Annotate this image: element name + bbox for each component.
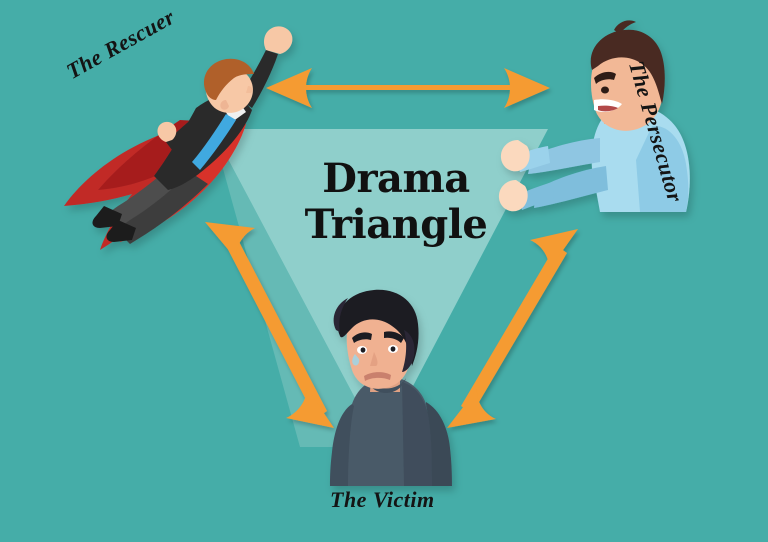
inner-triangle-shade: [212, 129, 381, 447]
persecutor-eye: [601, 86, 609, 94]
persecutor-body-shade: [636, 125, 689, 212]
victim-hair: [337, 289, 419, 366]
persecutor-forearm-lower: [520, 182, 554, 210]
arrowhead-downleft: [447, 389, 496, 428]
persecutor-hair-tuft: [614, 20, 636, 34]
persecutor-hair: [590, 29, 665, 104]
rescuer-tie: [192, 114, 236, 170]
arrow-persecutor-victim: [447, 229, 578, 428]
rescuer-shoe-2: [106, 220, 136, 242]
persecutor-fist-lower: [498, 180, 528, 212]
victim-shoulder-right: [426, 402, 452, 486]
label-victim: The Victim: [330, 487, 435, 512]
arrowhead-left: [266, 68, 312, 108]
rescuer-arm-bent: [166, 112, 204, 150]
victim-shoulder-left: [330, 404, 354, 486]
rescuer-ear: [220, 100, 229, 110]
arrowhead-downright: [286, 388, 334, 428]
rescuer-hand-bent: [157, 121, 177, 142]
inner-triangle: [212, 129, 548, 447]
persecutor-mouth-inner: [598, 105, 618, 112]
victim-tear: [352, 354, 360, 366]
rescuer-shoe-1: [92, 206, 122, 228]
arrowhead-right: [504, 68, 550, 108]
title-line-1: Drama: [322, 155, 470, 202]
victim-collar: [366, 378, 406, 393]
persecutor-fist-upper: [500, 140, 530, 172]
victim-hair-side: [402, 330, 415, 372]
title-line-2: Triangle: [304, 201, 488, 248]
rescuer-fist: [264, 26, 293, 54]
victim-head: [346, 310, 412, 389]
rescuer-hair: [203, 58, 254, 100]
victim-nose: [370, 352, 378, 366]
victim-eyebrow-left: [352, 332, 372, 343]
arrowhead-upright: [530, 229, 578, 270]
victim-eye-right-pupil: [390, 346, 396, 352]
rescuer-nose: [246, 86, 253, 93]
arrow-rescuer-persecutor: [266, 68, 550, 108]
arrow-rescuer-victim: [205, 222, 334, 428]
victim-body-shade: [402, 382, 432, 486]
page-title: Drama Triangle: [268, 156, 524, 248]
victim-mouth: [364, 372, 391, 381]
arrowhead-upleft: [205, 222, 255, 259]
victim-eyebrow-right: [384, 331, 404, 343]
persecutor-eyebrow: [594, 71, 616, 84]
victim-eye-left-pupil: [360, 347, 366, 353]
rescuer-leg-2: [116, 172, 208, 244]
persecutor-arm-back: [528, 138, 600, 174]
victim-hair-sweep: [333, 298, 348, 332]
